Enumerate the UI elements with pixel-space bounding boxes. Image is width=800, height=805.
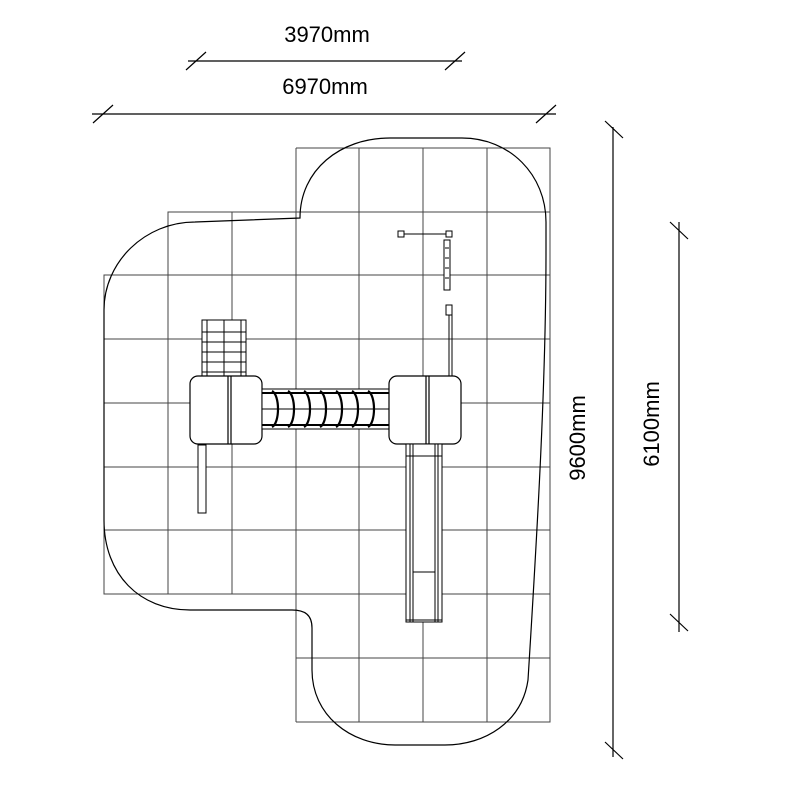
dim-line-right-inner (670, 222, 688, 632)
slide (406, 444, 442, 622)
safety-zone-outline (104, 138, 546, 745)
climbing-pole (398, 231, 452, 376)
dim-line-right-total (605, 121, 623, 759)
ground-grid (104, 148, 550, 722)
left-ladder (202, 320, 246, 378)
dim-label-top-outer: 6970mm (282, 74, 368, 99)
dim-label-right-total: 9600mm (565, 395, 590, 481)
dim-label-right-inner: 6100mm (639, 381, 664, 467)
bridge (262, 389, 390, 429)
left-pole (198, 445, 206, 513)
left-platform (190, 376, 262, 444)
dim-line-top-inner (186, 52, 465, 70)
right-platform (389, 376, 461, 444)
dim-label-top-inner: 3970mm (284, 22, 370, 47)
dim-line-top-outer (92, 105, 556, 123)
